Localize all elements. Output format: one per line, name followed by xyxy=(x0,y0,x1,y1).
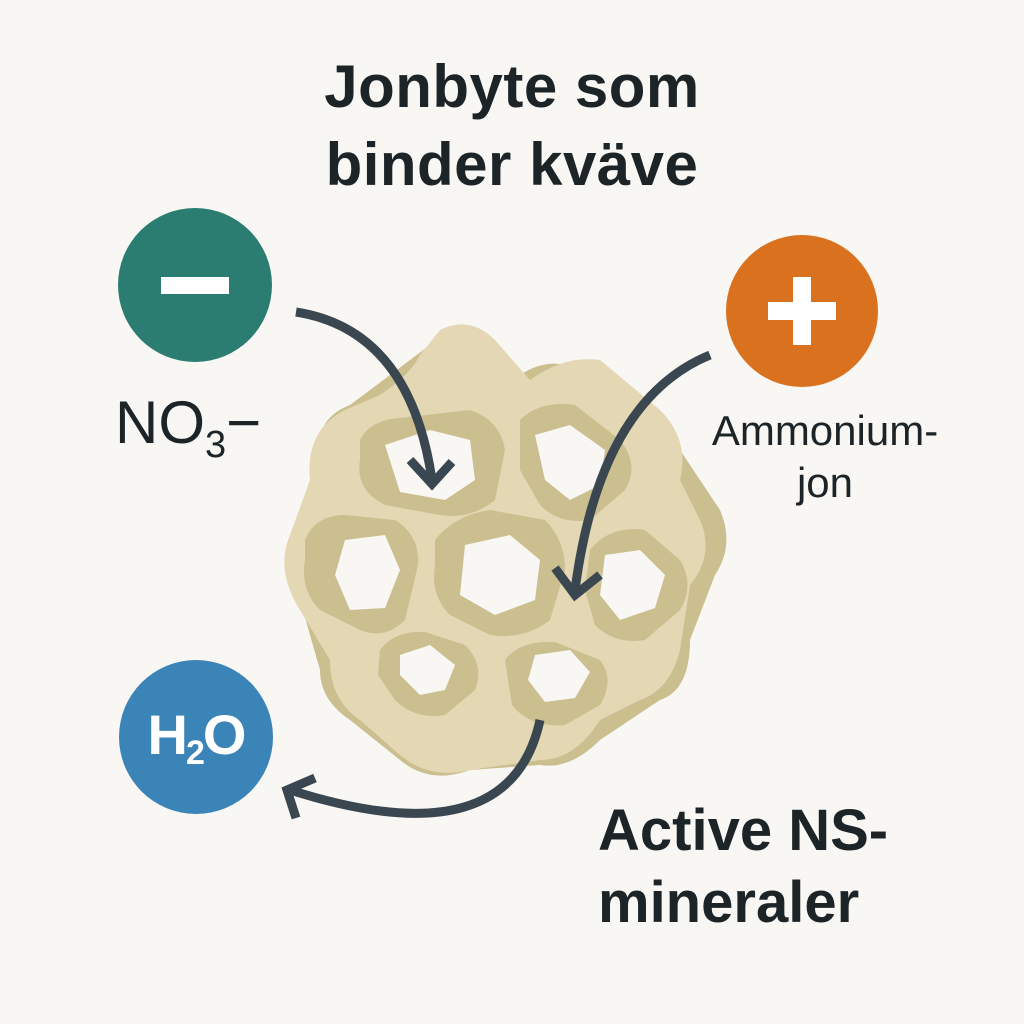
mineral-label-line-1: Active NS- xyxy=(598,798,889,863)
water-sub: 2 xyxy=(185,733,205,772)
ammonium-ion-circle xyxy=(726,235,878,387)
arrow-nitrate-to-mineral xyxy=(295,307,437,481)
nitrate-label-main: NO xyxy=(115,389,205,456)
arrowhead-water xyxy=(281,773,317,820)
mineral-label: Active NS- mineraler xyxy=(598,795,888,939)
diagram-title: Jonbyte som binder kväve xyxy=(0,48,1024,204)
ammonium-label-line-1: Ammonium- xyxy=(711,407,939,454)
plus-icon xyxy=(768,277,836,345)
water-label: H2O xyxy=(147,702,247,773)
arrowhead-nitrate xyxy=(406,456,456,491)
arrow-ammonium-to-mineral xyxy=(570,350,712,591)
water-o: O xyxy=(202,702,247,766)
arrowhead-ammonium xyxy=(551,565,603,602)
ammonium-label: Ammonium- jon xyxy=(690,405,960,509)
minus-icon xyxy=(161,276,229,294)
nitrate-ion-circle xyxy=(118,208,272,362)
nitrate-label-charge: − xyxy=(226,389,262,456)
arrows xyxy=(281,307,712,820)
nitrate-label: NO3− xyxy=(115,388,261,467)
mineral-label-line-2: mineraler xyxy=(598,870,860,935)
nitrate-label-sub: 3 xyxy=(205,424,227,466)
title-line-2: binder kväve xyxy=(325,131,699,198)
ammonium-label-line-2: jon xyxy=(796,459,854,506)
arrow-mineral-to-water xyxy=(288,719,545,818)
title-line-1: Jonbyte som xyxy=(324,53,700,120)
water-h: H xyxy=(147,702,188,766)
mineral-crystal xyxy=(284,324,727,776)
water-molecule-circle: H2O xyxy=(119,660,273,814)
